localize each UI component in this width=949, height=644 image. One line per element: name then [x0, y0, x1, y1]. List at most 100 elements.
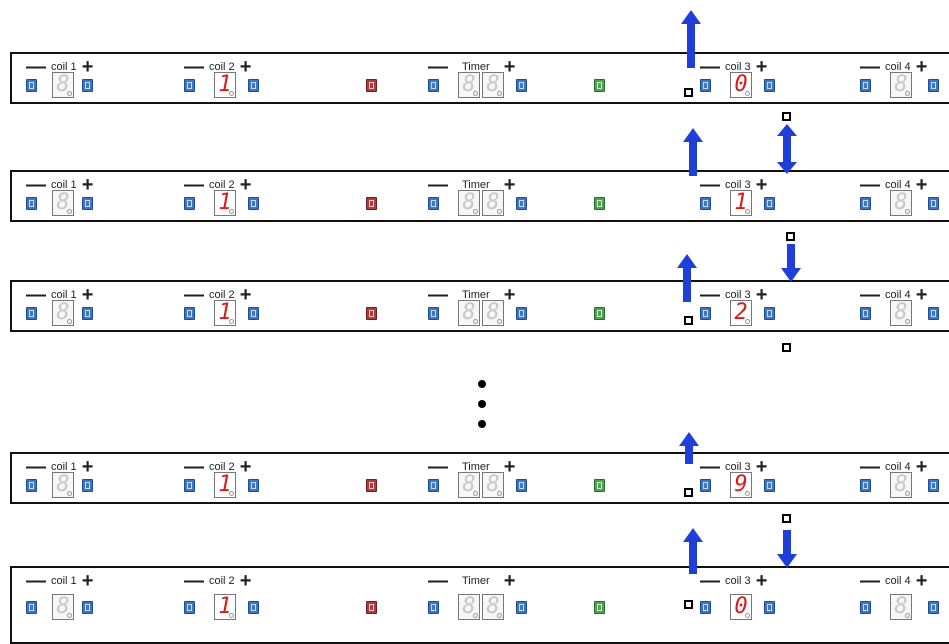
coil-3-minus[interactable]: —	[700, 56, 720, 78]
timer-decrement-button[interactable]	[428, 601, 439, 614]
coil-4-decrement-button[interactable]	[860, 197, 871, 210]
coil-2-decrement-button[interactable]	[184, 479, 195, 492]
coil-2-decrement-button[interactable]	[184, 601, 195, 614]
timer-plus[interactable]: +	[503, 456, 516, 478]
start-button[interactable]	[594, 479, 605, 492]
coil-3-increment-button[interactable]	[764, 479, 775, 492]
coil-2-plus[interactable]: +	[239, 284, 252, 306]
coil-2-decrement-button[interactable]	[184, 307, 195, 320]
coil-4-minus[interactable]: —	[860, 570, 880, 592]
coil-4-plus[interactable]: +	[915, 456, 928, 478]
timer-minus[interactable]: —	[428, 174, 448, 196]
timer-decrement-button[interactable]	[428, 307, 439, 320]
coil-3-decrement-button[interactable]	[700, 79, 711, 92]
coil-1-plus[interactable]: +	[81, 570, 94, 592]
coil-4-minus[interactable]: —	[860, 174, 880, 196]
coil-1-minus[interactable]: —	[26, 56, 46, 78]
coil-2-increment-button[interactable]	[248, 479, 259, 492]
coil-3-minus[interactable]: —	[700, 570, 720, 592]
stop-button[interactable]	[366, 197, 377, 210]
timer-minus[interactable]: —	[428, 284, 448, 306]
coil-1-minus[interactable]: —	[26, 174, 46, 196]
coil-4-decrement-button[interactable]	[860, 79, 871, 92]
coil-1-decrement-button[interactable]	[26, 307, 37, 320]
coil-2-plus[interactable]: +	[239, 174, 252, 196]
coil-3-increment-button[interactable]	[764, 307, 775, 320]
coil-1-decrement-button[interactable]	[26, 601, 37, 614]
stop-button[interactable]	[366, 79, 377, 92]
coil-1-minus[interactable]: —	[26, 570, 46, 592]
coil-4-increment-button[interactable]	[928, 79, 939, 92]
coil-2-minus[interactable]: —	[184, 174, 204, 196]
coil-1-plus[interactable]: +	[81, 284, 94, 306]
coil-4-plus[interactable]: +	[915, 570, 928, 592]
coil-3-plus[interactable]: +	[755, 570, 768, 592]
timer-decrement-button[interactable]	[428, 197, 439, 210]
coil-1-plus[interactable]: +	[81, 174, 94, 196]
coil-1-minus[interactable]: —	[26, 284, 46, 306]
timer-minus[interactable]: —	[428, 456, 448, 478]
coil-4-increment-button[interactable]	[928, 601, 939, 614]
coil-4-decrement-button[interactable]	[860, 601, 871, 614]
coil-4-plus[interactable]: +	[915, 56, 928, 78]
timer-plus[interactable]: +	[503, 570, 516, 592]
timer-increment-button[interactable]	[516, 197, 527, 210]
coil-1-decrement-button[interactable]	[26, 79, 37, 92]
coil-2-minus[interactable]: —	[184, 56, 204, 78]
coil-3-minus[interactable]: —	[700, 456, 720, 478]
coil-1-plus[interactable]: +	[81, 456, 94, 478]
coil-2-plus[interactable]: +	[239, 570, 252, 592]
timer-decrement-button[interactable]	[428, 479, 439, 492]
coil-3-plus[interactable]: +	[755, 456, 768, 478]
coil-3-plus[interactable]: +	[755, 56, 768, 78]
coil-2-increment-button[interactable]	[248, 79, 259, 92]
coil-1-increment-button[interactable]	[82, 79, 93, 92]
start-button[interactable]	[594, 307, 605, 320]
coil-3-plus[interactable]: +	[755, 174, 768, 196]
coil-3-increment-button[interactable]	[764, 197, 775, 210]
coil-2-increment-button[interactable]	[248, 307, 259, 320]
coil-2-increment-button[interactable]	[248, 197, 259, 210]
coil-3-increment-button[interactable]	[764, 79, 775, 92]
coil-2-increment-button[interactable]	[248, 601, 259, 614]
coil-2-decrement-button[interactable]	[184, 79, 195, 92]
coil-3-minus[interactable]: —	[700, 174, 720, 196]
stop-button[interactable]	[366, 479, 377, 492]
coil-4-increment-button[interactable]	[928, 307, 939, 320]
timer-increment-button[interactable]	[516, 307, 527, 320]
coil-1-increment-button[interactable]	[82, 307, 93, 320]
coil-3-decrement-button[interactable]	[700, 601, 711, 614]
timer-increment-button[interactable]	[516, 601, 527, 614]
coil-2-minus[interactable]: —	[184, 284, 204, 306]
coil-1-decrement-button[interactable]	[26, 479, 37, 492]
stop-button[interactable]	[366, 601, 377, 614]
timer-minus[interactable]: —	[428, 570, 448, 592]
timer-plus[interactable]: +	[503, 284, 516, 306]
coil-4-minus[interactable]: —	[860, 56, 880, 78]
timer-plus[interactable]: +	[503, 56, 516, 78]
coil-3-decrement-button[interactable]	[700, 197, 711, 210]
coil-4-increment-button[interactable]	[928, 197, 939, 210]
timer-increment-button[interactable]	[516, 479, 527, 492]
coil-1-increment-button[interactable]	[82, 479, 93, 492]
coil-3-increment-button[interactable]	[764, 601, 775, 614]
stop-button[interactable]	[366, 307, 377, 320]
coil-2-plus[interactable]: +	[239, 56, 252, 78]
start-button[interactable]	[594, 197, 605, 210]
timer-increment-button[interactable]	[516, 79, 527, 92]
coil-3-plus[interactable]: +	[755, 284, 768, 306]
coil-2-plus[interactable]: +	[239, 456, 252, 478]
coil-4-plus[interactable]: +	[915, 284, 928, 306]
coil-4-increment-button[interactable]	[928, 479, 939, 492]
coil-2-minus[interactable]: —	[184, 456, 204, 478]
coil-3-decrement-button[interactable]	[700, 307, 711, 320]
coil-1-minus[interactable]: —	[26, 456, 46, 478]
coil-4-minus[interactable]: —	[860, 284, 880, 306]
coil-1-increment-button[interactable]	[82, 601, 93, 614]
coil-3-minus[interactable]: —	[700, 284, 720, 306]
timer-decrement-button[interactable]	[428, 79, 439, 92]
coil-4-decrement-button[interactable]	[860, 307, 871, 320]
start-button[interactable]	[594, 601, 605, 614]
timer-plus[interactable]: +	[503, 174, 516, 196]
coil-4-decrement-button[interactable]	[860, 479, 871, 492]
